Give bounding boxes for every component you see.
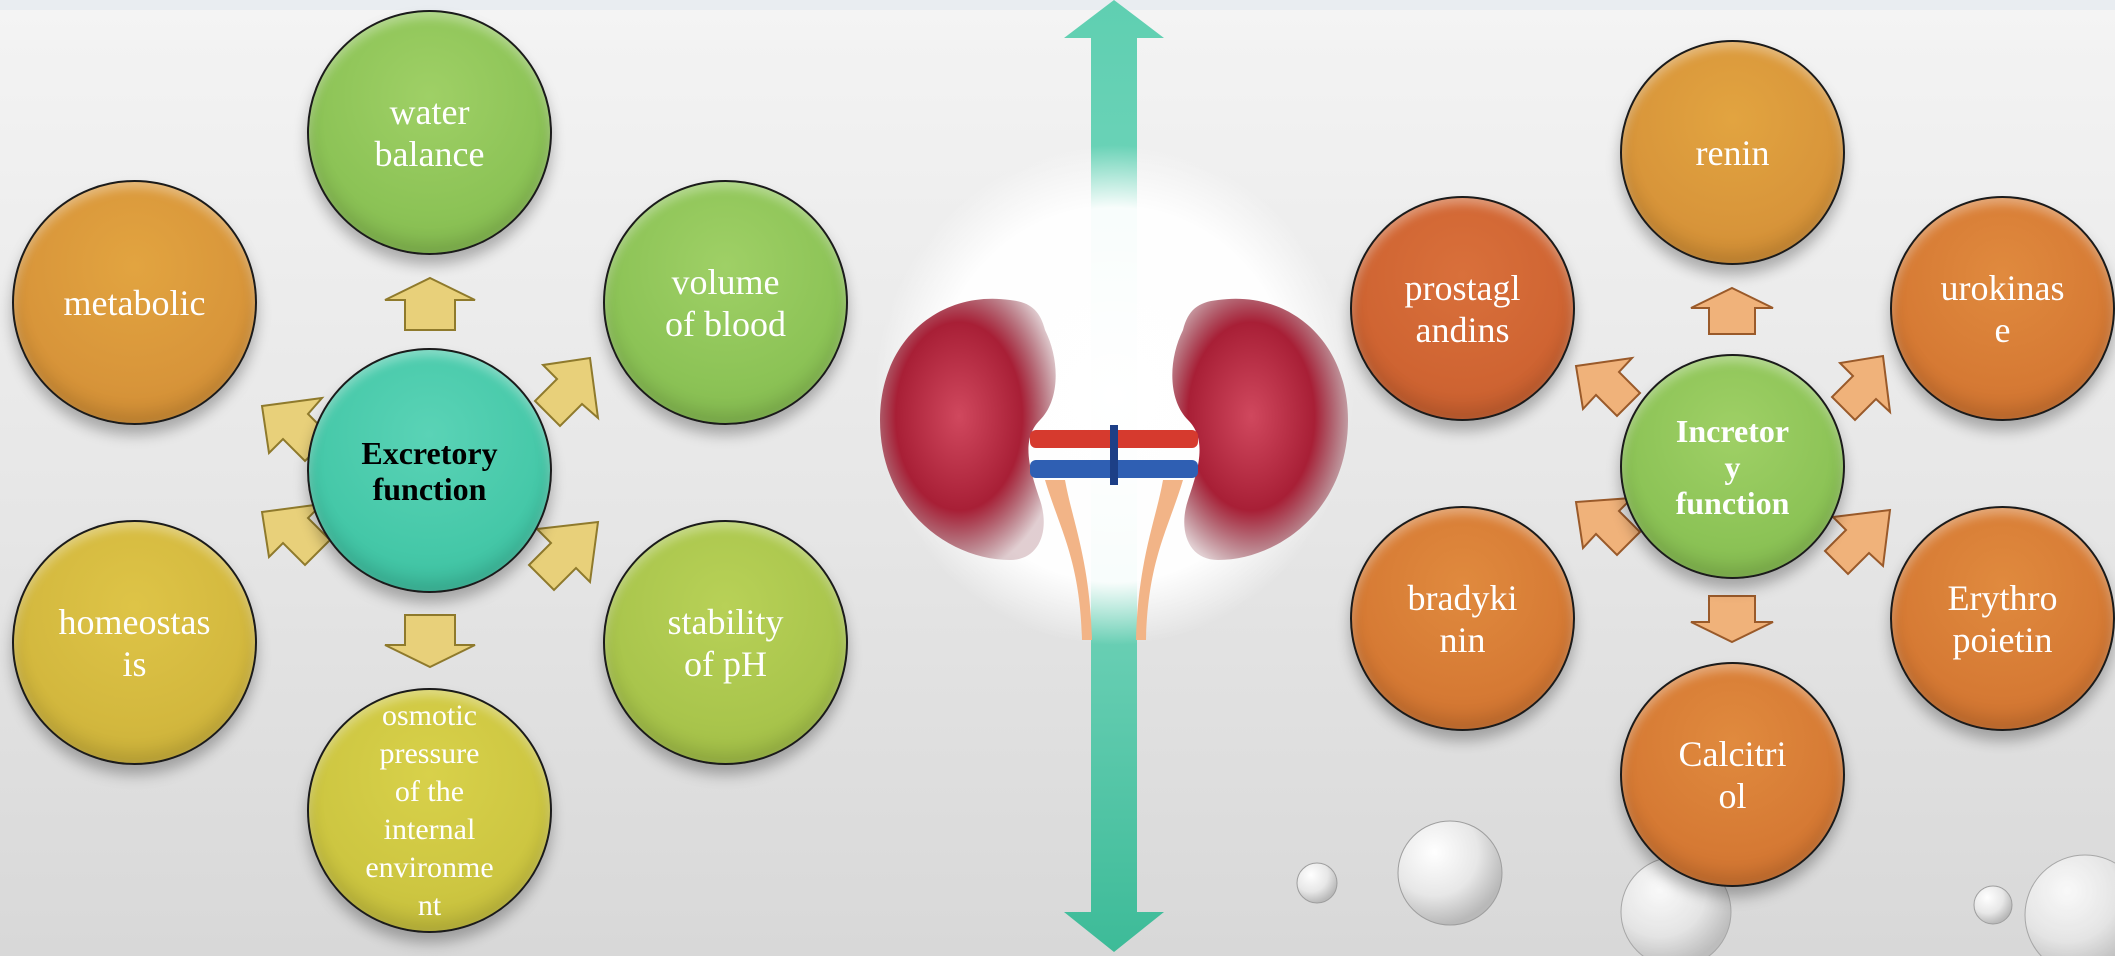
arrow-up-icon <box>385 278 475 330</box>
arrow-upright-icon <box>535 358 598 426</box>
arrow-up-icon <box>1691 288 1773 334</box>
arrow-downright-icon <box>529 522 598 590</box>
calcitriol-label: Calcitri ol <box>1679 733 1787 817</box>
arrow-down-icon <box>385 615 475 667</box>
bradykinin-node: bradyki nin <box>1350 506 1575 731</box>
urokinase-node: urokinas e <box>1890 196 2115 421</box>
arrow-downright-icon <box>1825 510 1890 574</box>
arrow-upleft-icon <box>1576 358 1640 416</box>
stability-of-ph-label: stability of pH <box>668 601 784 685</box>
erythropoietin-label: Erythro poietin <box>1948 577 2058 661</box>
osmotic-pressure-label: osmotic pressure of the internal environ… <box>365 697 493 925</box>
excretory-function-label: Excretory function <box>361 435 497 507</box>
arrow-upright-icon <box>1832 356 1890 420</box>
excretory-function-node: Excretory function <box>307 348 552 593</box>
water-balance-node: water balance <box>307 10 552 255</box>
erythropoietin-node: Erythro poietin <box>1890 506 2115 731</box>
bradykinin-label: bradyki nin <box>1408 577 1518 661</box>
osmotic-pressure-node: osmotic pressure of the internal environ… <box>307 688 552 933</box>
water-balance-label: water balance <box>375 91 485 175</box>
metabolic-node: metabolic <box>12 180 257 425</box>
calcitriol-node: Calcitri ol <box>1620 662 1845 887</box>
urokinase-label: urokinas e <box>1941 267 2065 351</box>
incretory-function-label: Incretor y function <box>1676 413 1790 521</box>
homeostasis-label: homeostas is <box>59 601 211 685</box>
renin-label: renin <box>1696 132 1770 174</box>
stability-of-ph-node: stability of pH <box>603 520 848 765</box>
homeostasis-node: homeostas is <box>12 520 257 765</box>
volume-of-blood-node: volume of blood <box>603 180 848 425</box>
incretory-function-node: Incretor y function <box>1620 354 1845 579</box>
metabolic-label: metabolic <box>64 282 206 324</box>
kidneys-icon <box>874 145 1354 645</box>
volume-of-blood-label: volume of blood <box>665 261 786 345</box>
arrow-down-icon <box>1691 596 1773 642</box>
prostaglandins-node: prostagl andins <box>1350 196 1575 421</box>
renin-node: renin <box>1620 40 1845 265</box>
prostaglandins-label: prostagl andins <box>1405 267 1521 351</box>
